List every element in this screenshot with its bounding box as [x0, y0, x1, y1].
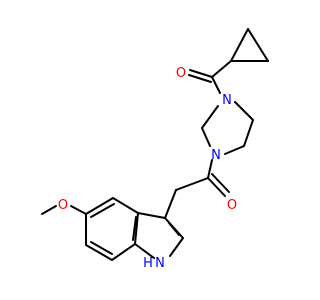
atom-labels: O N N O O N H [58, 66, 237, 271]
bond [134, 243, 155, 259]
bond [188, 74, 212, 83]
bond [132, 216, 137, 241]
bonds [41, 28, 269, 261]
bond [137, 212, 166, 219]
bond [41, 205, 57, 215]
bond [247, 28, 269, 62]
bond [169, 237, 184, 257]
bond [211, 173, 230, 193]
bond [112, 197, 139, 214]
bond [211, 60, 232, 78]
bond [70, 205, 87, 215]
bond [207, 177, 226, 197]
nitrogen-label: N [211, 148, 221, 163]
oxygen-label: O [227, 198, 237, 213]
bond [230, 28, 249, 62]
bond [243, 119, 254, 147]
bond [111, 243, 136, 261]
bond [90, 203, 115, 218]
bond [207, 159, 213, 179]
molecule-structure: O N N O O N H [41, 28, 269, 271]
bond [90, 241, 113, 255]
bond [175, 177, 209, 191]
bond [85, 244, 113, 261]
bond [189, 69, 213, 78]
bond [201, 105, 219, 129]
hydrogen-label: H [143, 256, 153, 271]
oxygen-label: O [58, 198, 68, 213]
bond [201, 127, 211, 147]
nitrogen-label: N [155, 256, 165, 271]
nitrogen-label: N [222, 93, 232, 108]
bond [168, 222, 180, 236]
bond [134, 212, 139, 245]
bond [85, 197, 114, 215]
bond [211, 76, 221, 94]
bond [224, 145, 245, 155]
bond [164, 189, 177, 219]
bond [234, 101, 254, 121]
oxygen-label: O [176, 66, 186, 81]
